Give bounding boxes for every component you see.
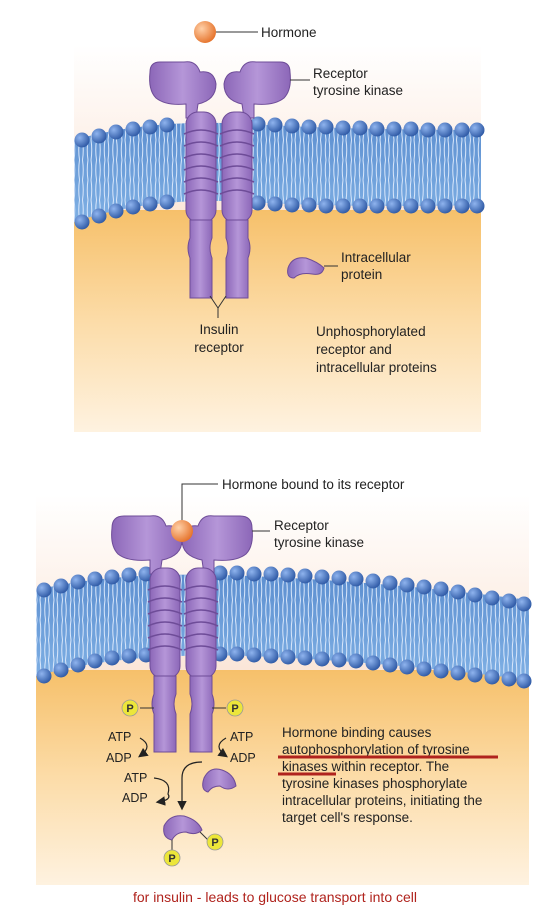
downstream-arrow: [177, 761, 203, 811]
phosphorylated-protein: [163, 815, 203, 841]
bound-leader: [181, 483, 218, 520]
phosphate-protein-bottom-label: P: [168, 853, 175, 865]
bottom-cytoplasm: [36, 670, 529, 885]
state-line-1: Unphosphorylated: [316, 324, 426, 339]
reaction-arrow-left: [138, 737, 149, 758]
atp-left: ATP: [108, 730, 131, 744]
state-line-2: receptor and: [316, 342, 392, 357]
intracellular-label-2: protein: [341, 267, 382, 282]
reaction-arrow-lower: [153, 777, 170, 806]
top-receptor: [149, 61, 291, 299]
insulin-leader: [209, 295, 227, 318]
desc-line-1: Hormone binding causes: [282, 725, 432, 740]
insulin-label-1: Insulin: [199, 322, 238, 337]
atp-lower: ATP: [124, 771, 147, 785]
phosphate-right: [226, 699, 244, 717]
description-block: Hormone binding causes autophosphorylati…: [282, 725, 482, 825]
top-cytoplasm: [74, 210, 481, 432]
phosphate-protein-right: [206, 833, 224, 851]
free-protein: [202, 768, 237, 793]
reaction-arrow-right: [217, 737, 228, 758]
annotation-caption: for insulin - leads to glucose transport…: [132, 889, 418, 905]
adp-right: ADP: [230, 751, 256, 765]
desc-line-6: target cell's response.: [282, 810, 413, 825]
bottom-receptor-label-1: Receptor: [274, 518, 329, 533]
phosphate-left: [121, 699, 139, 717]
top-receptor-label-2: tyrosine kinase: [313, 83, 403, 98]
hormone-label: Hormone: [261, 25, 317, 40]
top-membrane: [74, 116, 485, 230]
top-receptor-label-1: Receptor: [313, 66, 368, 81]
desc-line-4: tyrosine kinases phosphorylate: [282, 776, 467, 791]
bound-label: Hormone bound to its receptor: [222, 477, 405, 492]
top-panel: Hormone Receptor tyrosine kinase Intrace…: [74, 21, 485, 432]
intracellular-label-1: Intracellular: [341, 250, 411, 265]
phosphate-protein-bottom: [163, 849, 181, 867]
phosphate-protein-right-label: P: [211, 837, 218, 849]
intracellular-protein-shape: [287, 257, 325, 279]
adp-left: ADP: [106, 751, 132, 765]
bound-hormone: [171, 520, 193, 542]
bottom-panel: Hormone bound to its receptor Receptor t…: [36, 477, 532, 885]
desc-line-3: kinases within receptor. The: [282, 759, 449, 774]
phosphate-right-label: P: [231, 703, 238, 715]
bottom-receptor: [111, 515, 253, 753]
desc-line-5: intracellular proteins, initiating the: [282, 793, 482, 808]
desc-line-2: autophosphorylation of tyrosine: [282, 742, 470, 757]
adp-lower: ADP: [122, 791, 148, 805]
top-hormone: [194, 21, 216, 43]
insulin-label-2: receptor: [194, 340, 244, 355]
bottom-receptor-label-2: tyrosine kinase: [274, 535, 364, 550]
phosphate-left-label: P: [126, 703, 133, 715]
state-line-3: intracellular proteins: [316, 360, 437, 375]
atp-right: ATP: [230, 730, 253, 744]
